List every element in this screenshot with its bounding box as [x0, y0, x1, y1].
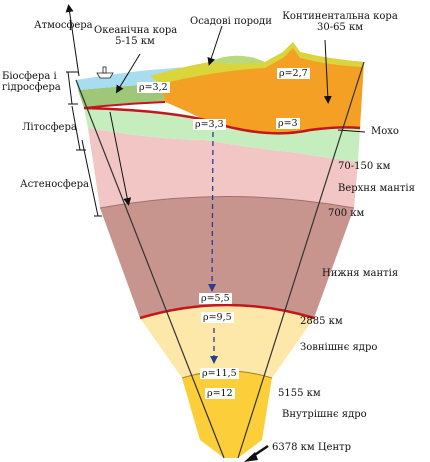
biosphere-line: Біосфера і [2, 71, 57, 82]
lower-mantle-label: Нижня мантія [322, 268, 399, 279]
center-label: 6378 км Центр [272, 442, 352, 453]
asthenosphere-label: Астеносфера [20, 179, 90, 190]
density-crust-base: ρ=3 [276, 118, 300, 129]
biosphere-label: Біосфера і гідросфера [2, 71, 61, 93]
inner-core-layer [182, 371, 272, 458]
density-arrow-upper [208, 131, 217, 292]
continental-crust-name: Континентальна кора [282, 11, 398, 22]
continental-crust-pointer [323, 39, 332, 104]
ocean-crust-name: Океанічна кора [94, 25, 178, 36]
mantle-boundary-line [99, 196, 355, 209]
asthenosphere-bracket [81, 139, 99, 217]
lithosphere-label: Літосфера [22, 122, 77, 133]
density-mantle-top: ρ=3,3 [193, 119, 226, 130]
atmosphere-label: Атмосфера [34, 20, 93, 31]
inner-core-label: Внутрішнє ядро [282, 409, 367, 420]
lithosphere-bracket [71, 105, 81, 151]
moho-label: Мохо [371, 126, 399, 137]
shelf-sediment [210, 55, 265, 64]
continental-crust-layer [160, 42, 364, 134]
lower-mantle-layer [100, 196, 354, 318]
center-arrow-icon [244, 444, 269, 462]
sediment-pointer [207, 25, 223, 66]
depth-700-label: 700 км [328, 208, 365, 219]
density-lower-mantle-base: ρ=5,5 [199, 293, 232, 304]
ocean-crust-range: 5-15 км [115, 36, 155, 47]
atmosphere-arrow [65, 4, 80, 77]
density-inner-core: ρ=12 [205, 388, 235, 399]
hydrosphere-line: гідросфера [2, 82, 61, 93]
cone-right-edge [237, 61, 365, 459]
moho-line [83, 106, 361, 135]
core-mantle-boundary-line [139, 303, 315, 320]
density-continental: ρ=2,7 [277, 68, 310, 79]
ocean-crust-label: Океанічна кора 5-15 км [94, 25, 177, 47]
moho-ocean-line [83, 101, 166, 109]
asthenosphere-layer [88, 128, 358, 208]
depth-5155-label: 5155 км [278, 388, 321, 399]
continental-crust-label: Континентальна кора 30-65 км [280, 11, 400, 33]
density-outer-core-top: ρ=9,5 [201, 312, 234, 323]
moho-pointer [337, 129, 366, 133]
density-outer-core-base: ρ=11,5 [200, 368, 239, 379]
density-oceanic: ρ=3,2 [137, 82, 170, 93]
outer-core-label: Зовнішнє ядро [300, 342, 378, 353]
ocean-crust-pointer [115, 53, 141, 94]
cone-left-edge [75, 79, 225, 459]
depth-2885-label: 2885 км [300, 316, 343, 327]
lithospheric-mantle-layer [84, 108, 360, 162]
sediment-layer [150, 42, 364, 84]
biosphere-bracket [67, 71, 73, 105]
outer-core-layer [140, 305, 314, 378]
upper-mantle-label: Верхня мантія [338, 183, 415, 194]
depth-70-150-label: 70-150 км [338, 161, 391, 172]
lithosphere-depth-arrow [109, 111, 132, 206]
sedimentary-label: Осадові породи [190, 16, 272, 27]
continental-crust-range: 30-65 км [316, 22, 364, 33]
ship-icon [96, 66, 114, 79]
